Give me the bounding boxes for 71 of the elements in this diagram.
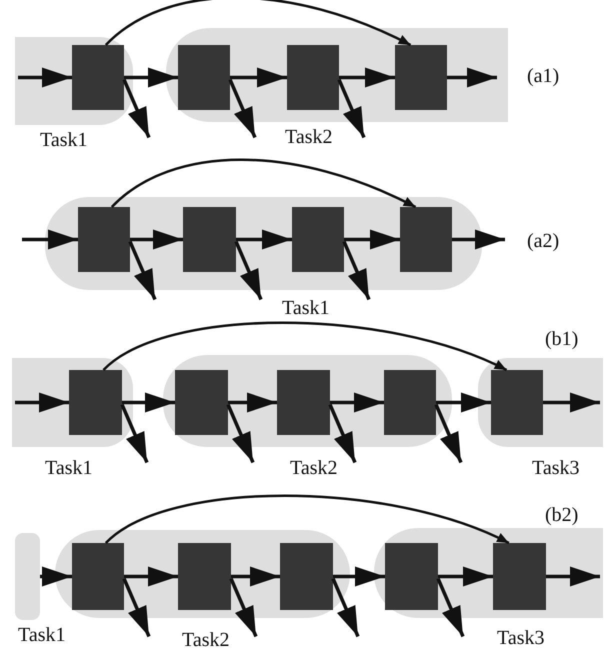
arrow <box>229 578 258 638</box>
arrow <box>543 392 600 412</box>
arrow <box>18 68 72 88</box>
task-label: Task2 <box>182 630 230 650</box>
task-square <box>72 543 124 610</box>
task-label: Task2 <box>290 458 338 478</box>
task-label: Task3 <box>497 628 544 648</box>
arrow <box>128 240 157 300</box>
task-label: Task1 <box>282 298 330 318</box>
arrow <box>234 240 263 300</box>
arrow <box>230 68 287 88</box>
arrow <box>447 68 497 88</box>
task-square <box>287 45 339 110</box>
task-square <box>385 543 438 610</box>
arrow <box>328 404 357 464</box>
arrow <box>546 566 600 586</box>
arrow <box>231 566 280 586</box>
arrow <box>436 578 465 638</box>
panel-label: (a1) <box>527 66 560 86</box>
task-square <box>72 45 124 110</box>
task-square <box>491 370 543 435</box>
curved-arrow <box>104 0 412 46</box>
task-label: Task1 <box>18 625 66 645</box>
task-label: Task1 <box>40 130 88 150</box>
arrow <box>330 392 384 412</box>
arrow <box>333 566 385 586</box>
panel-label: (b1) <box>545 329 578 349</box>
panel-label: (a2) <box>527 231 560 251</box>
arrow <box>337 78 366 138</box>
arrow <box>236 230 292 250</box>
arrow <box>344 230 400 250</box>
arrow <box>438 566 493 586</box>
arrow <box>228 392 277 412</box>
task-label: Task3 <box>532 458 580 478</box>
arrow <box>130 230 183 250</box>
task-square <box>280 543 333 610</box>
task-square <box>493 543 546 610</box>
task-label: Task1 <box>45 458 92 478</box>
curved-arrow <box>110 158 416 208</box>
task-square <box>175 370 228 435</box>
arrow <box>124 566 178 586</box>
arrow <box>339 68 395 88</box>
task-square <box>183 207 236 272</box>
arrow <box>124 68 178 88</box>
task-square <box>384 370 436 435</box>
task-square <box>400 207 452 272</box>
arrow <box>452 230 505 250</box>
arrow <box>22 230 78 250</box>
arrow <box>228 78 257 138</box>
task-square <box>395 45 447 110</box>
task-square <box>178 45 230 110</box>
arrow <box>122 578 151 638</box>
task-square <box>292 207 344 272</box>
panel-label: (b2) <box>545 505 578 525</box>
curved-arrow <box>102 322 508 372</box>
arrow <box>122 78 151 138</box>
task-square <box>69 370 122 435</box>
task-label: Task2 <box>285 127 332 147</box>
arrow <box>122 392 175 412</box>
arrow <box>436 392 491 412</box>
task-square <box>277 370 330 435</box>
arrow <box>342 240 371 300</box>
task-square <box>78 207 130 272</box>
arrow <box>226 404 255 464</box>
arrow <box>120 404 149 464</box>
task-square <box>178 543 231 610</box>
arrow <box>40 566 72 586</box>
arrow <box>15 392 69 412</box>
arrow <box>331 578 360 638</box>
curved-arrow <box>105 494 510 544</box>
arrow <box>434 404 463 464</box>
